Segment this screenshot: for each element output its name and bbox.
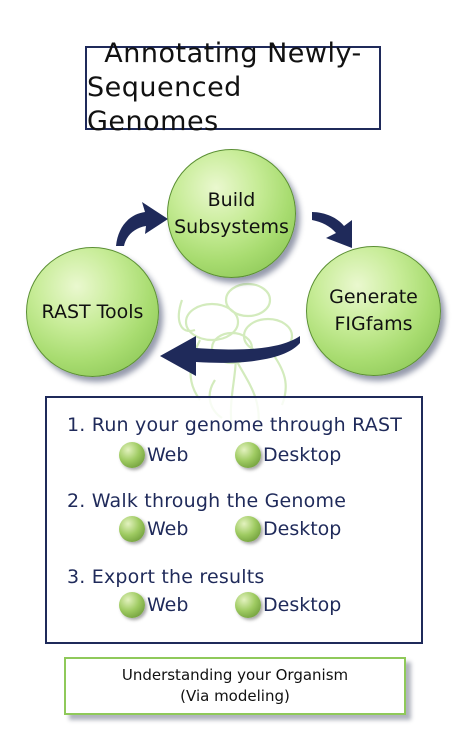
arrow-rast-to-build xyxy=(116,202,168,246)
step-3-desktop-label: Desktop xyxy=(263,594,342,616)
build-subsystems-line-2: Subsystems xyxy=(174,215,289,238)
arrow-build-to-figfams xyxy=(312,212,352,248)
generate-figfams-line-2: FIGfams xyxy=(334,313,413,335)
understanding-organism-line-2: (Via modeling) xyxy=(180,687,290,705)
arrow-figfams-to-rast xyxy=(160,336,300,376)
generate-figfams-line-1: Generate xyxy=(329,286,418,308)
rast-tools-label: RAST Tools xyxy=(41,300,144,323)
step-3-web-link[interactable]: Web xyxy=(119,592,188,618)
rast-tools-circle[interactable]: RAST Tools xyxy=(26,247,159,377)
build-subsystems-line-1: Build xyxy=(207,188,256,211)
step-2-web-label: Web xyxy=(147,518,189,540)
step-1-desktop-link[interactable]: Desktop xyxy=(235,442,341,468)
step-3-title: 3. Export the results xyxy=(67,566,265,588)
understanding-organism-line-1: Understanding your Organism xyxy=(121,666,349,684)
step-2-desktop-link[interactable]: Desktop xyxy=(235,516,341,542)
step-1-title: 1. Run your genome through RAST xyxy=(67,414,403,436)
step-2-web-link[interactable]: Web xyxy=(119,516,188,542)
title-line-2: Sequenced Genomes xyxy=(87,72,242,137)
green-ball-icon xyxy=(119,592,145,618)
step-2-title: 2. Walk through the Genome xyxy=(67,490,347,512)
green-ball-icon xyxy=(235,592,261,618)
step-1-web-label: Web xyxy=(147,444,189,466)
step-2-desktop-label: Desktop xyxy=(263,518,342,540)
build-subsystems-circle[interactable]: Build Subsystems xyxy=(167,149,296,278)
step-3-web-label: Web xyxy=(147,594,189,616)
title-box: Annotating Newly- Sequenced Genomes xyxy=(85,38,381,137)
generate-figfams-circle[interactable]: Generate FIGfams xyxy=(306,246,441,376)
green-ball-icon xyxy=(119,442,145,468)
title-line-1: Annotating Newly- xyxy=(104,38,362,69)
green-ball-icon xyxy=(235,442,261,468)
step-1-desktop-label: Desktop xyxy=(263,444,342,466)
understanding-organism-box[interactable]: Understanding your Organism (Via modelin… xyxy=(64,657,406,715)
green-ball-icon xyxy=(235,516,261,542)
step-1-web-link[interactable]: Web xyxy=(119,442,188,468)
steps-box: 1. Run your genome through RAST Web Desk… xyxy=(45,396,423,644)
green-ball-icon xyxy=(119,516,145,542)
step-3-desktop-link[interactable]: Desktop xyxy=(235,592,341,618)
